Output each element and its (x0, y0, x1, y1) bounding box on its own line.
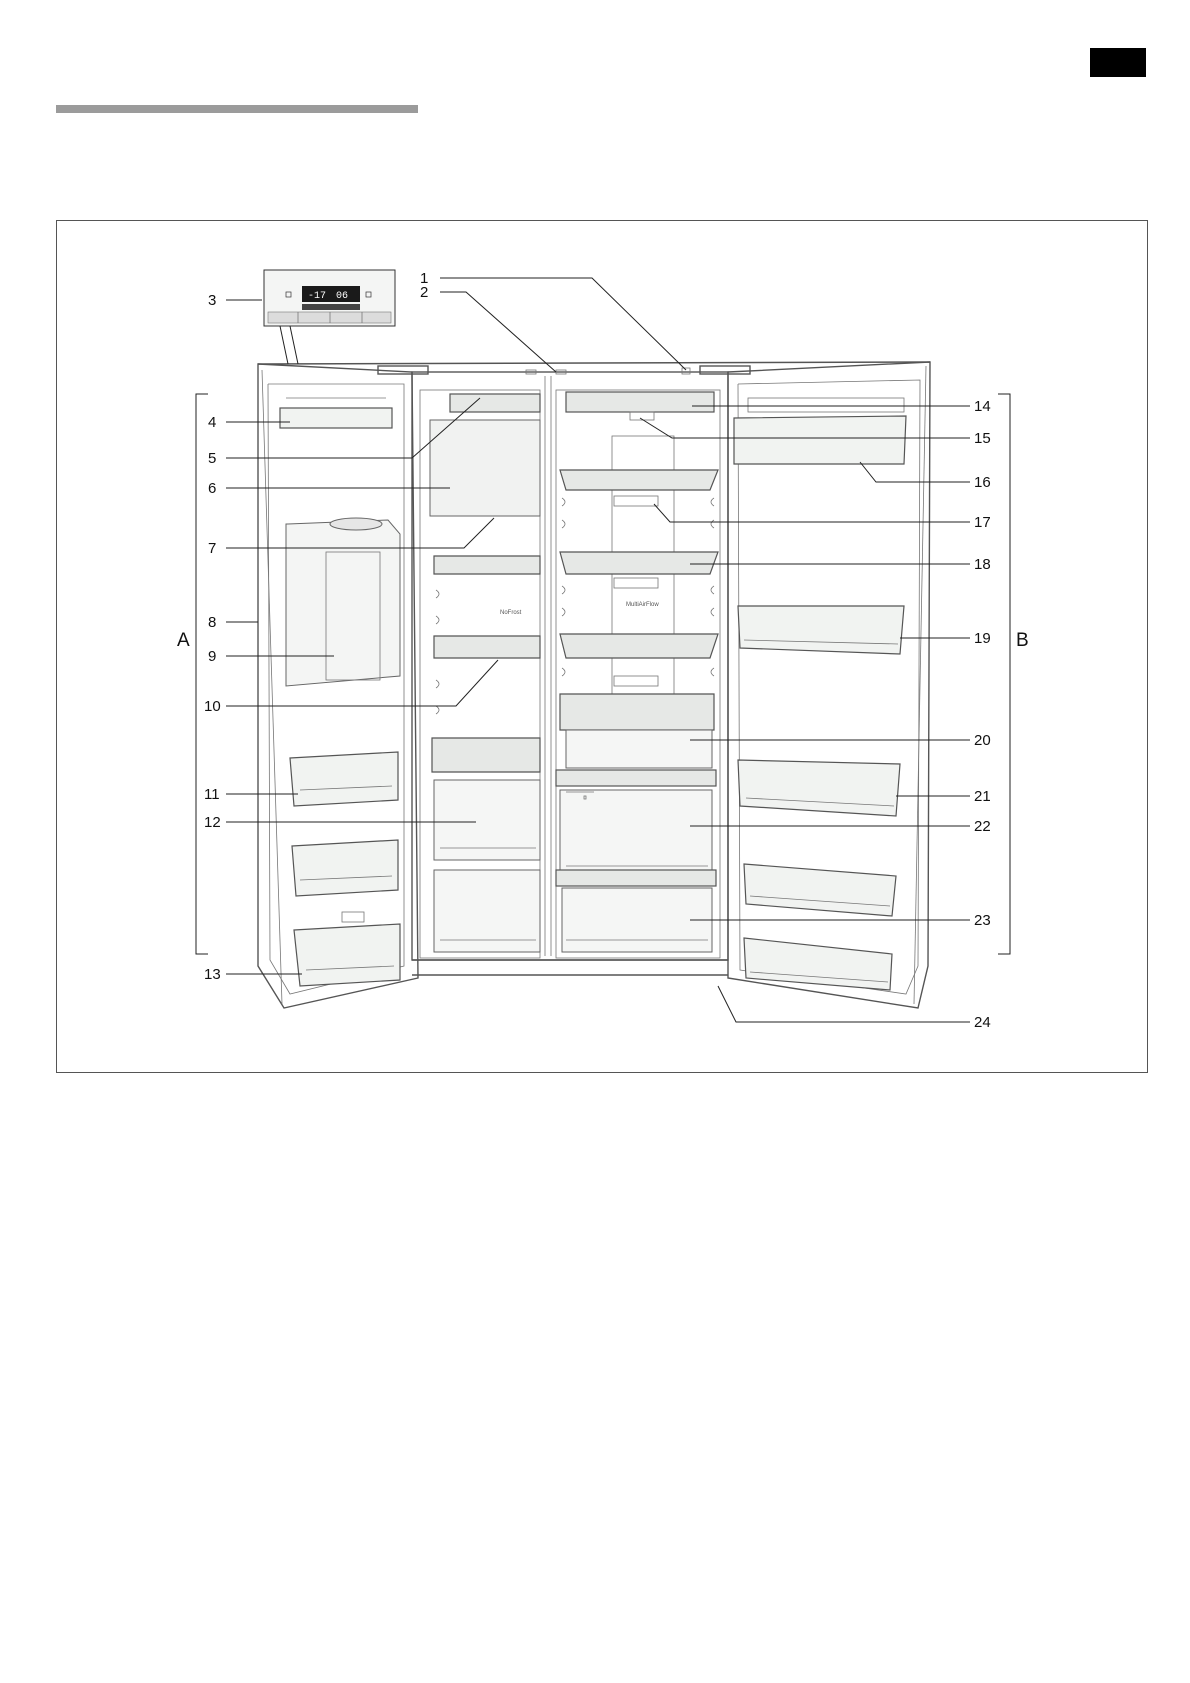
callout-11: 11 (204, 786, 220, 803)
callout-12: 12 (204, 814, 221, 831)
callout-7: 7 (208, 540, 216, 557)
callout-4: 4 (208, 414, 216, 431)
callout-21: 21 (974, 788, 991, 805)
callout-10: 10 (204, 698, 221, 715)
callout-9: 9 (208, 648, 216, 665)
compartment-label-b: B (1016, 630, 1029, 651)
callout-23: 23 (974, 912, 991, 929)
compartment-label-a: A (177, 630, 190, 651)
callout-19: 19 (974, 630, 991, 647)
callout-16: 16 (974, 474, 991, 491)
callout-numbers: 1 2 3 4 5 6 7 8 9 10 11 12 13 14 15 16 1… (204, 270, 991, 1031)
callout-5: 5 (208, 450, 216, 467)
callout-2: 2 (420, 284, 428, 301)
callout-8: 8 (208, 614, 216, 631)
section-title-rule (56, 105, 418, 113)
control-panel-inset: -17 06 (263, 269, 396, 365)
callout-20: 20 (974, 732, 991, 749)
compartment-brackets: A B (177, 393, 1029, 955)
callout-13: 13 (204, 966, 221, 983)
appliance-outline: NoFrost MultiAirFlow (257, 361, 931, 1009)
callout-3: 3 (208, 292, 216, 309)
page-marker-tab (1090, 48, 1146, 77)
callout-14: 14 (974, 398, 991, 415)
figure-frame (56, 220, 1148, 1073)
panel-display-right: 06 (336, 291, 348, 302)
callout-24: 24 (974, 1014, 991, 1031)
panel-display-left: -17 (308, 291, 326, 302)
callout-6: 6 (208, 480, 216, 497)
leader-lines (226, 277, 970, 1023)
callout-1: 1 (420, 270, 428, 287)
callout-22: 22 (974, 818, 991, 835)
callout-15: 15 (974, 430, 991, 447)
callout-17: 17 (974, 514, 991, 531)
freezer-logo: NoFrost (500, 610, 522, 616)
fridge-logo: MultiAirFlow (626, 602, 659, 608)
callout-18: 18 (974, 556, 991, 573)
